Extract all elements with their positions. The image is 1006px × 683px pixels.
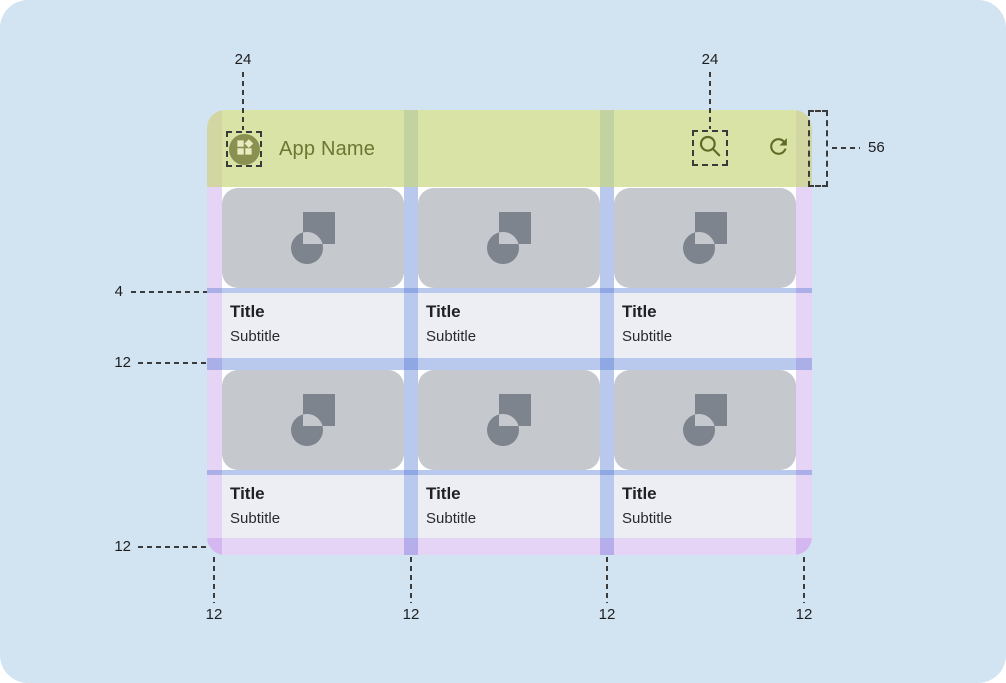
image-placeholder-icon (679, 390, 731, 451)
measurement-label-appbar-height: 56 (868, 139, 885, 156)
card-text-block[interactable]: Title Subtitle (222, 475, 404, 538)
image-placeholder-icon (287, 208, 339, 269)
measurement-label-icon-size: 24 (234, 51, 252, 68)
measurement-line (138, 362, 207, 364)
measurement-label-icon-size: 24 (701, 51, 719, 68)
card-image[interactable] (614, 370, 796, 470)
app-mockup: Title Subtitle Title Subtitle Title Subt… (207, 110, 812, 555)
card-image[interactable] (418, 370, 600, 470)
measurement-line (709, 72, 711, 129)
measurement-line (138, 546, 207, 548)
app-name-title: App Name (279, 137, 376, 160)
card-image[interactable] (222, 370, 404, 470)
left-margin-overlay (207, 110, 222, 555)
measurement-line (242, 72, 244, 130)
measurement-line (832, 147, 860, 149)
card-title: Title (230, 484, 265, 503)
measurement-label-margin: 12 (795, 606, 813, 623)
card-text-block[interactable]: Title Subtitle (418, 293, 600, 358)
measurement-label-gutter: 12 (598, 606, 616, 623)
image-placeholder-icon (287, 390, 339, 451)
card-text-block[interactable]: Title Subtitle (614, 475, 796, 538)
card-subtitle: Subtitle (230, 328, 281, 345)
card-text-block[interactable]: Title Subtitle (614, 293, 796, 358)
measurement-line (213, 557, 215, 603)
refresh-icon (766, 134, 791, 164)
card-image[interactable] (418, 188, 600, 288)
measurement-line (803, 557, 805, 603)
card-text-block[interactable]: Title Subtitle (418, 475, 600, 538)
appbar-height-bracket (808, 110, 828, 187)
card-title: Title (426, 302, 461, 321)
row-gap-overlay (207, 358, 812, 370)
card-image[interactable] (222, 188, 404, 288)
image-placeholder-icon (483, 208, 535, 269)
card-subtitle: Subtitle (426, 328, 477, 345)
card-subtitle: Subtitle (622, 328, 673, 345)
image-placeholder-icon (679, 208, 731, 269)
card-image[interactable] (614, 188, 796, 288)
measurement-line (131, 291, 207, 293)
measurement-label-row-gap: 12 (114, 354, 131, 371)
bottom-margin-overlay (207, 538, 812, 555)
measurement-label-gutter: 12 (402, 606, 420, 623)
card-title: Title (230, 302, 265, 321)
card-subtitle: Subtitle (230, 510, 281, 527)
card-title: Title (622, 302, 657, 321)
measurement-label-margin: 12 (205, 606, 223, 623)
card-subtitle: Subtitle (622, 510, 673, 527)
measurement-line (410, 557, 412, 603)
measurement-line (606, 557, 608, 603)
measurement-label-gap: 4 (114, 283, 123, 300)
card-title: Title (622, 484, 657, 503)
card-title: Title (426, 484, 461, 503)
card-subtitle: Subtitle (426, 510, 477, 527)
image-placeholder-icon (483, 390, 535, 451)
icon-bounds-box (226, 131, 262, 167)
gutter-overlay (404, 110, 418, 555)
gutter-overlay (600, 110, 614, 555)
icon-bounds-box (692, 130, 728, 166)
measurement-label-bottom-margin: 12 (114, 538, 131, 555)
refresh-button[interactable] (765, 136, 791, 162)
card-text-block[interactable]: Title Subtitle (222, 293, 404, 358)
